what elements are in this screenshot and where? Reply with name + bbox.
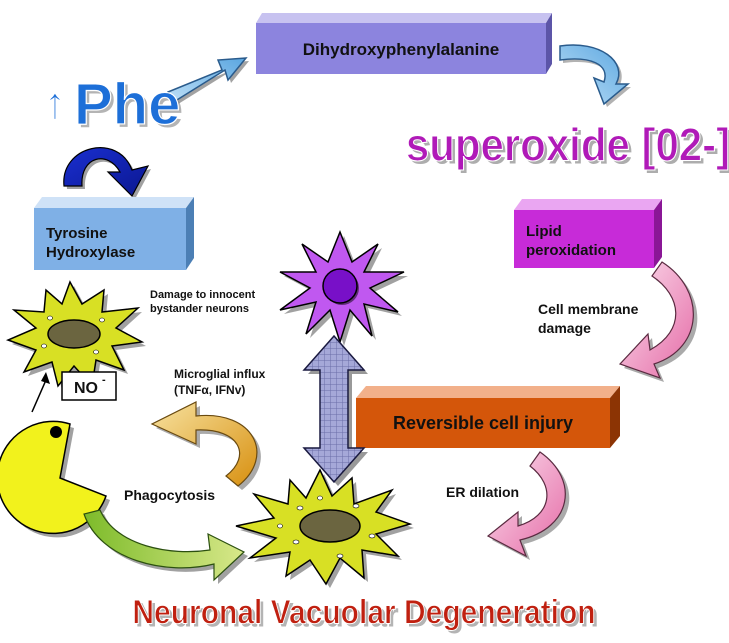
phe-node: ↑ Phe Phe: [44, 71, 184, 140]
microglial-influx-arrow: [150, 401, 261, 490]
lipid-to-injury-arrow: [618, 261, 698, 382]
no-label: NO: [74, 380, 98, 397]
damage-label-1: Damage to innocent: [150, 289, 255, 301]
vacuolated-neuron-topleft-icon: [5, 280, 146, 390]
svg-text:Hydroxylase: Hydroxylase: [46, 244, 135, 261]
dopa-label: Dihydroxyphenylalanine: [303, 40, 500, 59]
tyrosine-cycle-arrow: [63, 147, 151, 199]
diagram-title: Neuronal Vacuolar Degeneration: [132, 592, 595, 630]
svg-text:peroxidation: peroxidation: [526, 242, 616, 259]
phe-label: Phe: [74, 72, 180, 137]
svg-text:Lipid: Lipid: [526, 223, 562, 240]
er-dilation-label: ER dilation: [446, 484, 519, 500]
superoxide-shadow: superoxide [02-]: [409, 123, 729, 174]
bidirectional-arrow: [302, 334, 368, 486]
increase-arrow-icon: ↑: [44, 79, 66, 128]
microglial-label-1: Microglial influx: [174, 367, 266, 381]
microglia-pacman-icon: [0, 420, 110, 538]
reversible-cell-injury-box: Reversible cell injury: [356, 386, 620, 448]
cell-membrane-label-1: Cell membrane: [538, 301, 639, 317]
tyrosine-hydroxylase-box: Tyrosine Hydroxylase: [34, 197, 194, 270]
no-superscript: -: [102, 374, 106, 386]
phe-shadow: Phe: [77, 75, 183, 140]
title-shadow: Neuronal Vacuolar Degeneration: [135, 595, 598, 633]
cell-membrane-label-2: damage: [538, 320, 591, 336]
pacman-to-cell-arrow: [31, 372, 50, 413]
superoxide-label: superoxide [02-]: [406, 120, 729, 171]
er-dilation-arrow: [486, 451, 570, 560]
phagocytosis-arrow: [83, 509, 248, 584]
dopa-to-superoxide-arrow: [559, 44, 631, 107]
microglial-label-2: (TNFα, IFNv): [174, 383, 245, 397]
phagocytosis-label: Phagocytosis: [124, 487, 215, 503]
lipid-peroxidation-box: Lipid peroxidation: [514, 199, 662, 268]
dopa-box: Dihydroxyphenylalanine: [256, 13, 552, 74]
purple-neuron-icon: [279, 229, 408, 346]
phe-to-dopa-arrow: [167, 57, 249, 106]
svg-text:Reversible cell injury: Reversible cell injury: [393, 413, 573, 433]
svg-text:Tyrosine: Tyrosine: [46, 225, 107, 242]
vacuolated-neuron-bottom-icon: [235, 468, 414, 588]
nitric-oxide-box: NO -: [61, 371, 117, 401]
damage-label-2: bystander neurons: [150, 303, 249, 315]
